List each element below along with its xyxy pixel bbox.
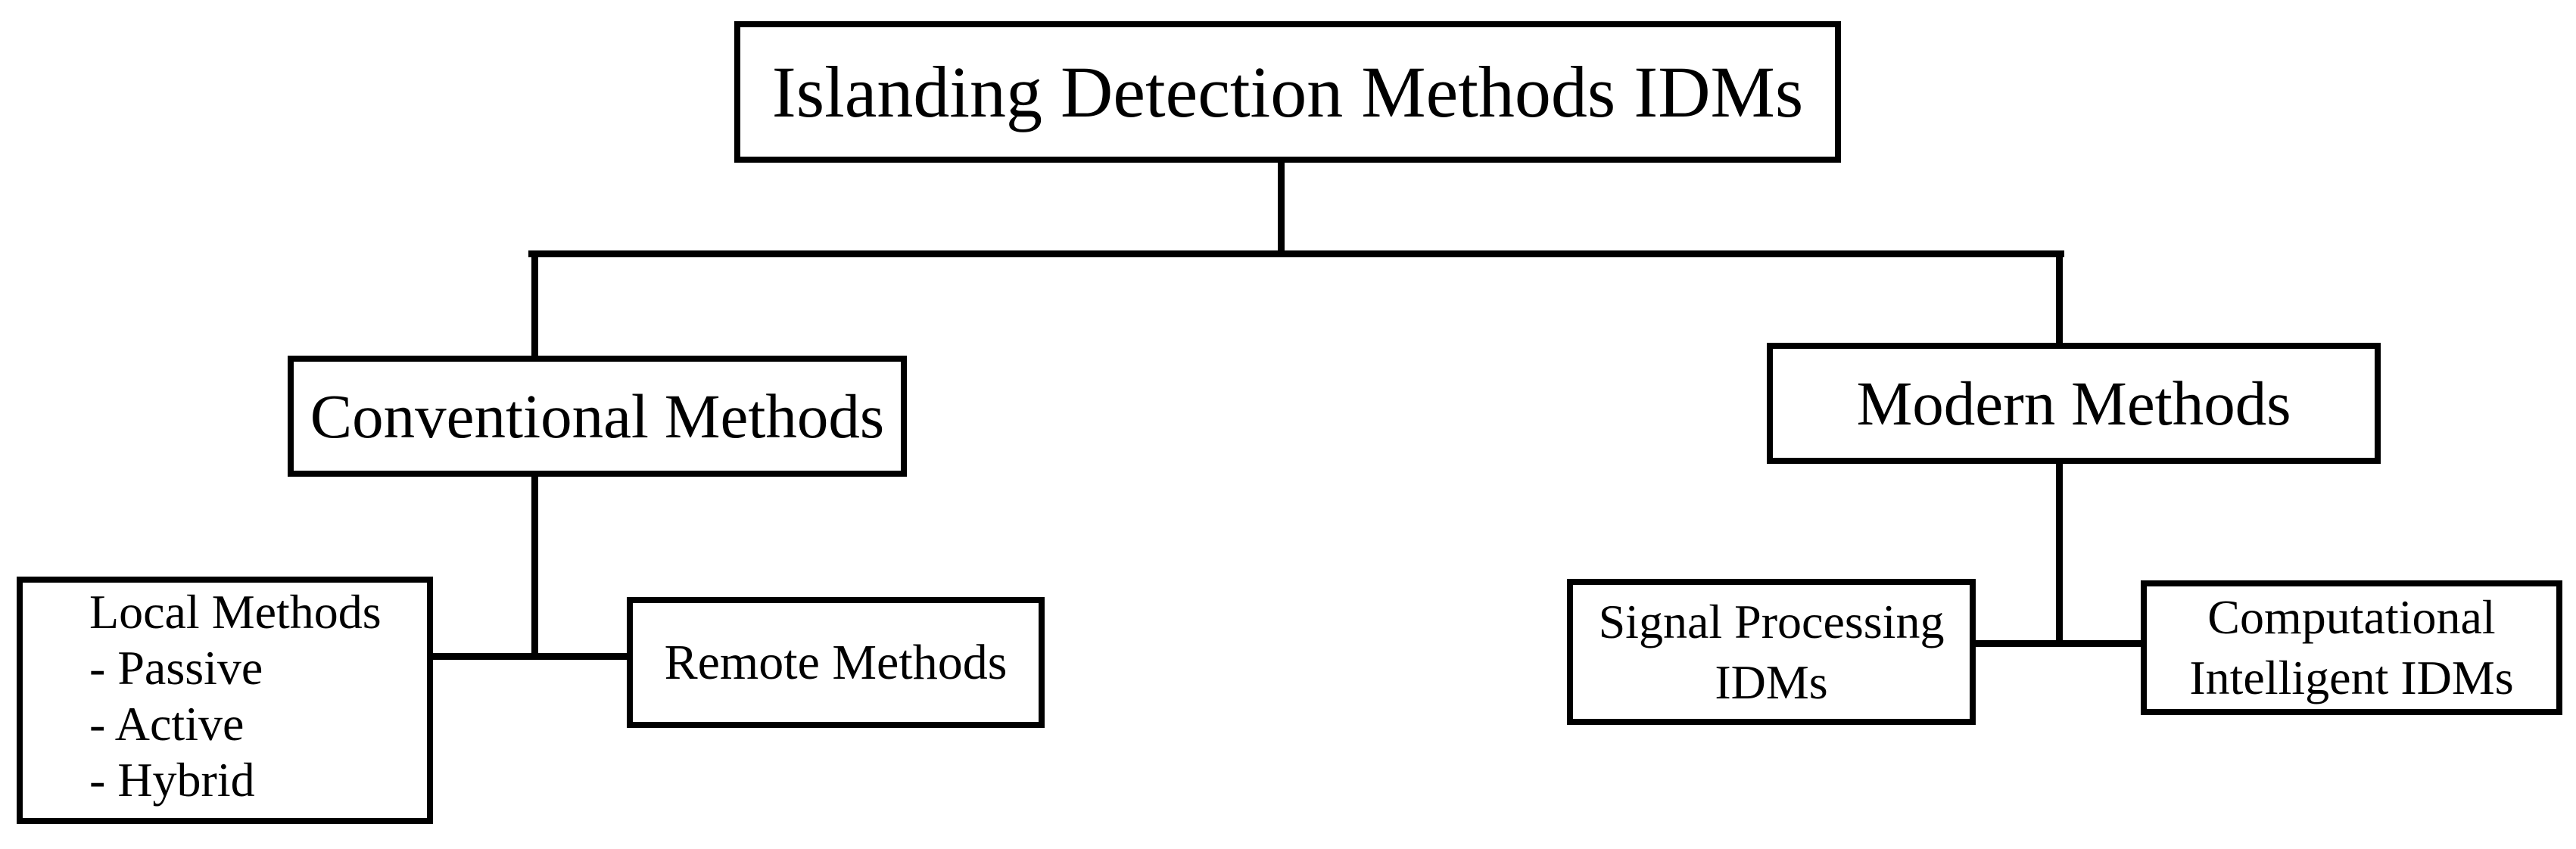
node-signal-processing-idms-line2: IDMs bbox=[1715, 655, 1828, 709]
node-conventional-methods-label: Conventional Methods bbox=[310, 381, 885, 451]
connector-conventional-drop bbox=[531, 250, 538, 362]
connector-signal-computational bbox=[1974, 640, 2144, 647]
node-computational-intelligent-idms-line1: Computational bbox=[2207, 590, 2496, 644]
node-signal-processing-idms-line1: Signal Processing bbox=[1598, 594, 1945, 648]
node-islanding-detection-methods: Islanding Detection Methods IDMs bbox=[734, 21, 1841, 163]
node-conventional-methods: Conventional Methods bbox=[288, 356, 907, 477]
node-local-methods: Local Methods - Passive - Active - Hybri… bbox=[17, 577, 433, 824]
node-signal-processing-idms: Signal Processing IDMs bbox=[1567, 579, 1976, 725]
connector-modern-drop bbox=[2056, 250, 2063, 349]
node-local-methods-item-active: - Active bbox=[89, 697, 245, 751]
connector-root-stem bbox=[1278, 160, 1285, 257]
connector-conventional-children-drop bbox=[531, 472, 538, 660]
connector-local-remote bbox=[431, 653, 630, 660]
node-remote-methods-label: Remote Methods bbox=[664, 634, 1008, 690]
node-local-methods-item-hybrid: - Hybrid bbox=[89, 753, 255, 807]
node-modern-methods: Modern Methods bbox=[1767, 343, 2381, 464]
node-modern-methods-label: Modern Methods bbox=[1856, 368, 2291, 438]
node-remote-methods: Remote Methods bbox=[627, 597, 1045, 728]
node-local-methods-title: Local Methods bbox=[89, 585, 382, 639]
connector-level1-horizontal bbox=[528, 250, 2064, 257]
node-computational-intelligent-idms: Computational Intelligent IDMs bbox=[2141, 580, 2562, 715]
node-computational-intelligent-idms-line2: Intelligent IDMs bbox=[2189, 651, 2514, 704]
connector-modern-children-drop bbox=[2056, 459, 2063, 647]
node-local-methods-item-passive: - Passive bbox=[89, 641, 263, 695]
node-islanding-detection-methods-label: Islanding Detection Methods IDMs bbox=[771, 51, 1804, 132]
